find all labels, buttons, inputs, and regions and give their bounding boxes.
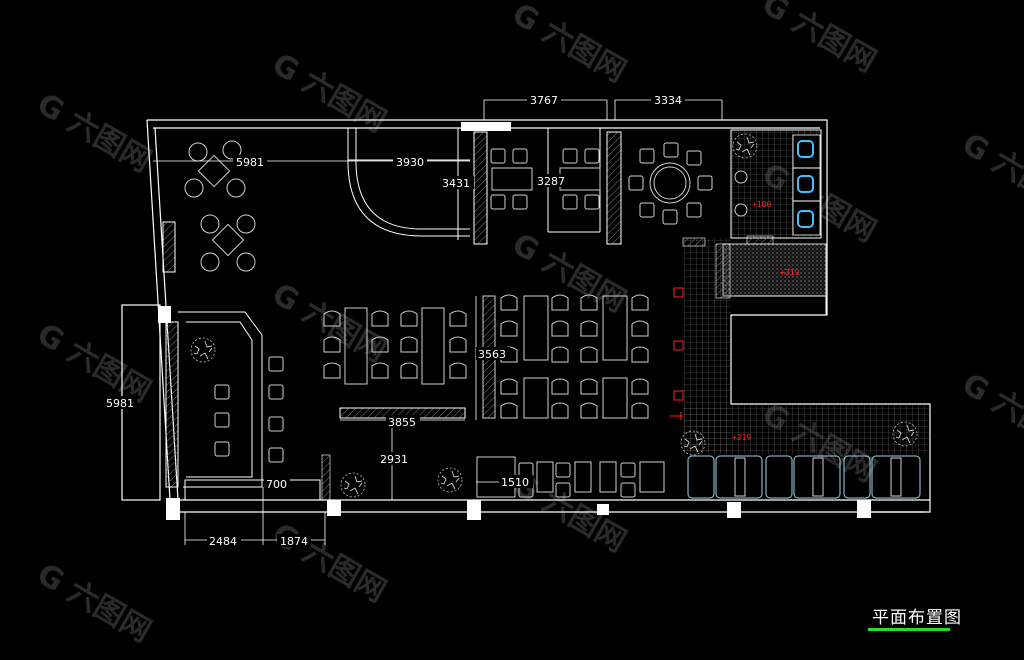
watermark-text: G 六图网: [31, 317, 157, 410]
watermark-text: G 六图网: [756, 0, 882, 79]
kitchen-level-tag: +219: [780, 268, 799, 277]
watermark-text: G 六图网: [266, 517, 392, 610]
dim-5981-left: 5981: [106, 397, 134, 410]
dim-3767: 3767: [530, 94, 558, 107]
bar-counter: [162, 221, 321, 501]
columns: [158, 306, 871, 520]
dim-1510: 1510: [501, 476, 529, 489]
watermark-text: G 六图网: [266, 277, 392, 370]
dim-3334: 3334: [654, 94, 682, 107]
drawing-title: 平面布置图: [872, 608, 962, 628]
corridor-level-tag: +219: [732, 433, 751, 442]
round-table-chairs: [628, 142, 713, 225]
dim-2484: 2484: [209, 535, 237, 548]
watermark-text: G 六图网: [31, 87, 157, 180]
title-underline: [868, 628, 950, 631]
dim-2931: 2931: [380, 453, 408, 466]
lounge-seating: [184, 140, 256, 272]
round-table: [649, 162, 691, 204]
dim-1874: 1874: [280, 535, 308, 548]
dim-3930: 3930: [396, 156, 424, 169]
kitchen-area: +219: [715, 243, 827, 315]
dim-3855: 3855: [388, 416, 416, 429]
watermark-text: G 六图网: [266, 47, 392, 140]
corridor-floor: +219: [670, 237, 930, 454]
watermark-text: G 六图网: [956, 367, 1024, 460]
restroom-level-tag: +100: [752, 200, 771, 209]
dim-3563: 3563: [478, 348, 506, 361]
dim-5981-top: 5981: [236, 156, 264, 169]
dim-700: 700: [266, 478, 287, 491]
sofa-booths: [687, 455, 921, 499]
restroom: +100: [730, 129, 822, 245]
dim-3287: 3287: [537, 175, 565, 188]
dim-3431: 3431: [442, 177, 470, 190]
watermark-text: G 六图网: [31, 557, 157, 650]
watermark-text: G 六图网: [506, 0, 632, 89]
top-window: [461, 122, 511, 131]
watermark-text: G 六图网: [956, 127, 1024, 220]
dimension-labels: 3767 3334 5981 3930 3431 3287 3563 5981 …: [103, 93, 685, 548]
planters: [321, 421, 918, 501]
bar-stools: [214, 356, 284, 463]
